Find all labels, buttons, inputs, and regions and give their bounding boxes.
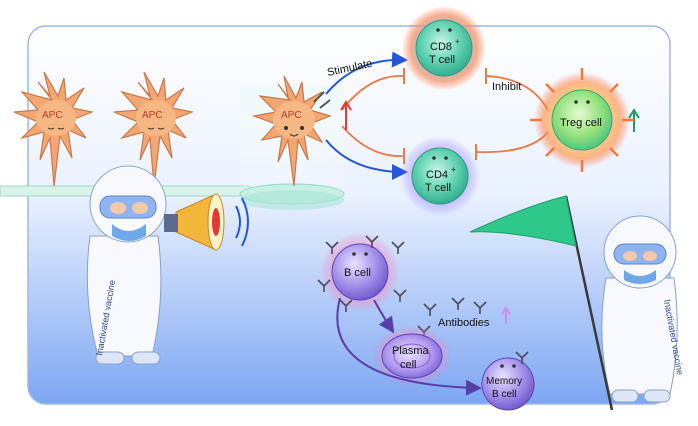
up-arrow-red <box>340 100 352 130</box>
apc-cell-left: APC <box>13 71 95 187</box>
flag-icon <box>469 195 614 411</box>
apc-cell-center: APC <box>251 75 332 187</box>
cd4-label: CD4 <box>426 169 448 181</box>
plasma-cell: Plasma cell <box>372 326 452 386</box>
plasma-cell-label: cell <box>400 359 417 371</box>
apc-label: APC <box>42 110 63 121</box>
background-panel <box>27 25 671 405</box>
apc-label: APC <box>281 110 302 121</box>
b-cell: B cell <box>317 232 407 312</box>
cd4-tcell-label: T cell <box>425 182 451 194</box>
stimulate-arrow-cd4 <box>325 139 408 180</box>
memory-b-cell: Memory B cell <box>481 351 535 411</box>
up-arrow-pink <box>501 306 511 324</box>
inhibit-line-apc-cd4 <box>341 125 405 157</box>
antibodies-label: Antibodies <box>438 317 490 329</box>
stimulate-arrow-cd8 <box>325 51 408 95</box>
memory-bcell-label: B cell <box>492 389 516 400</box>
memory-label: Memory <box>486 376 522 387</box>
up-arrow-green <box>628 108 640 132</box>
cd8-label: CD8 <box>430 41 452 53</box>
cd4-t-cell: CD4 + T cell <box>400 136 480 216</box>
b-cell-label: B cell <box>344 267 371 279</box>
plasma-label: Plasma <box>392 345 430 357</box>
b-to-plasma-arrow <box>373 299 395 334</box>
treg-label: Treg cell <box>560 117 602 129</box>
cd4-superscript: + <box>451 165 456 174</box>
antibody-icon <box>317 235 407 312</box>
b-to-memory-arrow <box>336 297 482 396</box>
cd8-superscript: + <box>455 37 460 46</box>
vaccine-mascot-right: Inactivated vaccine <box>601 215 685 403</box>
apc-cell-middle: APC <box>113 71 195 187</box>
inhibit-label: Inhibit <box>492 81 521 93</box>
treg-cell: Treg cell <box>530 68 634 172</box>
apc-label: APC <box>142 110 163 121</box>
cd8-t-cell: CD8 + T cell <box>402 6 486 90</box>
vaccine-mascot-left: Inactivated vaccine <box>86 165 167 365</box>
megaphone-icon <box>164 193 249 251</box>
cd8-tcell-label: T cell <box>429 54 455 66</box>
